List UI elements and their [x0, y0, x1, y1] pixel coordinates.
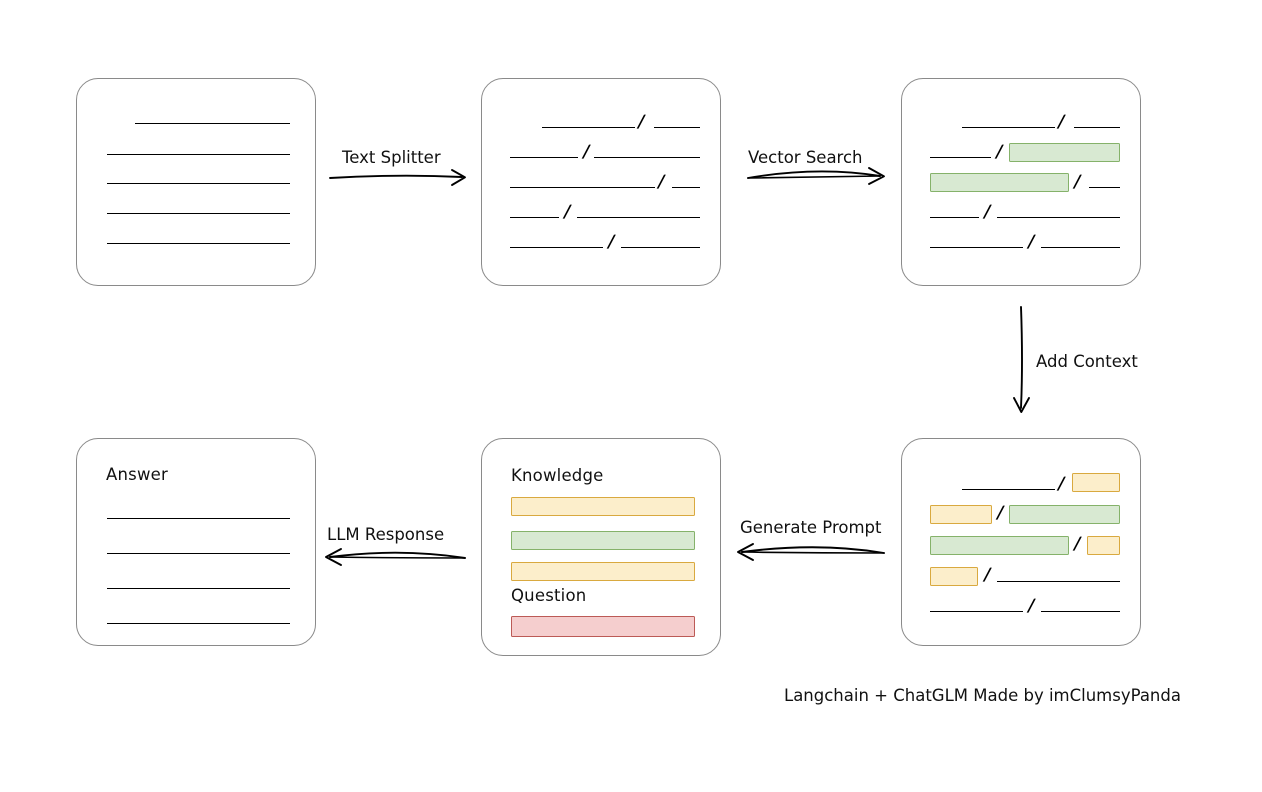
doc-line: [107, 183, 290, 184]
edge-label-vector-search: Vector Search: [748, 148, 863, 167]
doc-line: [107, 154, 290, 155]
chunk-separator: /: [580, 142, 592, 162]
chunk-segment: [654, 127, 700, 128]
chunk-separator: /: [655, 172, 667, 192]
chunk-highlight-green: [1009, 143, 1120, 162]
chunk-separator: /: [1025, 596, 1037, 616]
footer-credit: Langchain + ChatGLM Made by imClumsyPand…: [784, 686, 1181, 705]
chunk-segment: [930, 247, 1023, 248]
question-title: Question: [511, 586, 587, 605]
knowledge-chip: [511, 562, 695, 581]
chunk-separator: /: [1071, 534, 1083, 554]
knowledge-title: Knowledge: [511, 466, 604, 485]
edge-label-add-context: Add Context: [1036, 352, 1138, 371]
chunk-segment: [621, 247, 700, 248]
chunk-segment: [1074, 127, 1120, 128]
chunk-separator: /: [1055, 112, 1067, 132]
answer-line: [107, 623, 290, 624]
chunk-separator: /: [1055, 474, 1067, 494]
chunk-segment: [1041, 611, 1120, 612]
chunk-segment: [510, 157, 578, 158]
chunk-highlight-yellow: [930, 505, 992, 524]
knowledge-chip: [511, 531, 695, 550]
chunk-segment: [577, 217, 700, 218]
chunk-highlight-yellow: [1072, 473, 1120, 492]
chunk-segment: [1041, 247, 1120, 248]
chunk-segment: [510, 187, 655, 188]
chunk-highlight-green: [930, 536, 1069, 555]
chunk-highlight-green: [930, 173, 1069, 192]
chunk-highlight-green: [1009, 505, 1120, 524]
chunk-segment: [510, 217, 559, 218]
node-context-chunks[interactable]: / / / / /: [901, 438, 1141, 646]
chunk-segment: [1089, 187, 1120, 188]
chunk-separator: /: [993, 142, 1005, 162]
answer-line: [107, 588, 290, 589]
chunk-segment: [594, 157, 700, 158]
doc-line: [135, 123, 290, 124]
node-prompt[interactable]: Knowledge Question: [481, 438, 721, 656]
chunk-separator: /: [981, 202, 993, 222]
chunk-segment: [542, 127, 635, 128]
chunk-separator: /: [561, 202, 573, 222]
chunk-segment: [962, 127, 1055, 128]
node-answer[interactable]: Answer: [76, 438, 316, 646]
chunk-separator: /: [994, 503, 1006, 523]
chunk-segment: [672, 187, 700, 188]
chunk-segment: [930, 611, 1023, 612]
question-chip: [511, 616, 695, 637]
chunk-separator: /: [1071, 172, 1083, 192]
chunk-segment: [510, 247, 603, 248]
doc-line: [107, 243, 290, 244]
chunk-segment: [930, 217, 979, 218]
chunk-separator: /: [605, 232, 617, 252]
answer-title: Answer: [106, 465, 168, 484]
chunk-highlight-yellow: [1087, 536, 1120, 555]
chunk-separator: /: [635, 112, 647, 132]
node-vector-matched-chunks[interactable]: / / / / /: [901, 78, 1141, 286]
edge-label-text-splitter: Text Splitter: [342, 148, 441, 167]
chunk-segment: [930, 157, 991, 158]
answer-line: [107, 518, 290, 519]
chunk-separator: /: [981, 565, 993, 585]
chunk-segment: [962, 489, 1055, 490]
node-split-chunks[interactable]: / / / / /: [481, 78, 721, 286]
knowledge-chip: [511, 497, 695, 516]
chunk-segment: [997, 217, 1120, 218]
chunk-segment: [997, 581, 1120, 582]
answer-line: [107, 553, 290, 554]
chunk-highlight-yellow: [930, 567, 978, 586]
edge-label-generate-prompt: Generate Prompt: [740, 518, 882, 537]
node-source-document[interactable]: [76, 78, 316, 286]
doc-line: [107, 213, 290, 214]
chunk-separator: /: [1025, 232, 1037, 252]
edge-label-llm-response: LLM Response: [327, 525, 445, 544]
